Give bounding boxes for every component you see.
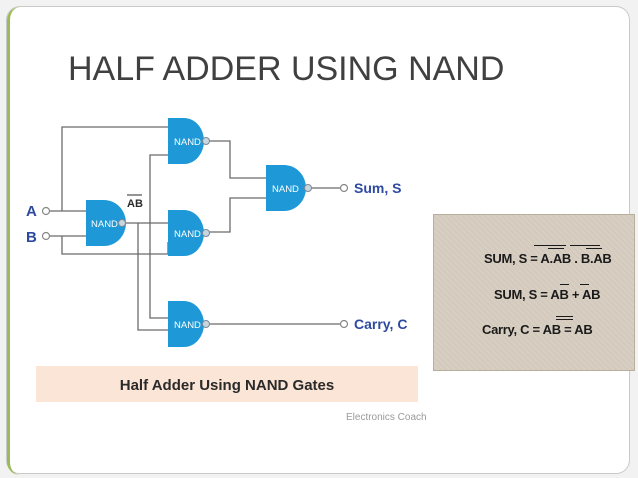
- formula-carry-lhs: Carry, C = AB =: [482, 322, 575, 337]
- carry-terminal: [339, 319, 349, 329]
- input-a-label: A: [26, 203, 37, 220]
- formula-panel: SUM, S = A.AB . B.AB SUM, S = AB + AB Ca…: [433, 214, 635, 371]
- svg-text:NAND: NAND: [91, 219, 118, 230]
- formula-sum-2-lhs: SUM, S =: [494, 287, 551, 302]
- formula-carry-rhs: AB: [574, 322, 593, 337]
- overbar-2: [548, 248, 564, 249]
- wire-ab-up: [149, 154, 168, 223]
- input-a-terminal: [41, 206, 51, 216]
- caption-band: [36, 366, 418, 402]
- svg-text:NAND: NAND: [174, 229, 201, 240]
- overbar-6: [580, 284, 589, 285]
- overbar-1: [534, 245, 566, 246]
- slide-accent-border: [7, 7, 20, 475]
- svg-text:NAND: NAND: [174, 320, 201, 331]
- wire-top-to-final: [208, 140, 268, 179]
- formula-sum-1: SUM, S = A.AB . B.AB: [484, 251, 612, 266]
- formula-sum-1-rhs: A.AB . B.AB: [540, 251, 612, 266]
- carry-label: Carry, C: [354, 316, 407, 332]
- nand-gate-2: NAND: [168, 118, 210, 164]
- sum-terminal: [339, 183, 349, 193]
- input-b-label: B: [26, 229, 37, 246]
- credit-text: Electronics Coach: [346, 412, 427, 423]
- nand-gate-1: NAND: [86, 200, 126, 246]
- nand-gate-4: NAND: [266, 165, 312, 211]
- overbar-8: [556, 319, 573, 320]
- overbar-4: [586, 248, 602, 249]
- overbar-3: [570, 245, 600, 246]
- overbar-5: [560, 284, 569, 285]
- formula-sum-1-lhs: SUM, S =: [484, 251, 541, 266]
- formula-carry: Carry, C = AB = AB: [482, 322, 593, 337]
- nand-gate-5: NAND: [168, 301, 210, 347]
- wire-bot-to-final: [208, 197, 268, 233]
- sum-label: Sum, S: [354, 180, 401, 196]
- wire-ab-down2: [149, 223, 168, 319]
- overbar-7: [556, 316, 573, 317]
- formula-sum-2-rhs: AB + AB: [550, 287, 601, 302]
- caption-text: Half Adder Using NAND Gates: [120, 377, 334, 394]
- slide-title: HALF ADDER USING NAND: [68, 50, 505, 88]
- nand-gate-3: NAND: [168, 210, 210, 256]
- input-b-terminal: [41, 231, 51, 241]
- svg-text:NAND: NAND: [272, 184, 299, 195]
- wire-a-up: [61, 126, 168, 211]
- svg-text:NAND: NAND: [174, 137, 201, 148]
- wire-ab-down: [137, 223, 168, 331]
- formula-sum-2: SUM, S = AB + AB: [494, 287, 601, 302]
- intermediate-ab-label: AB: [127, 198, 143, 210]
